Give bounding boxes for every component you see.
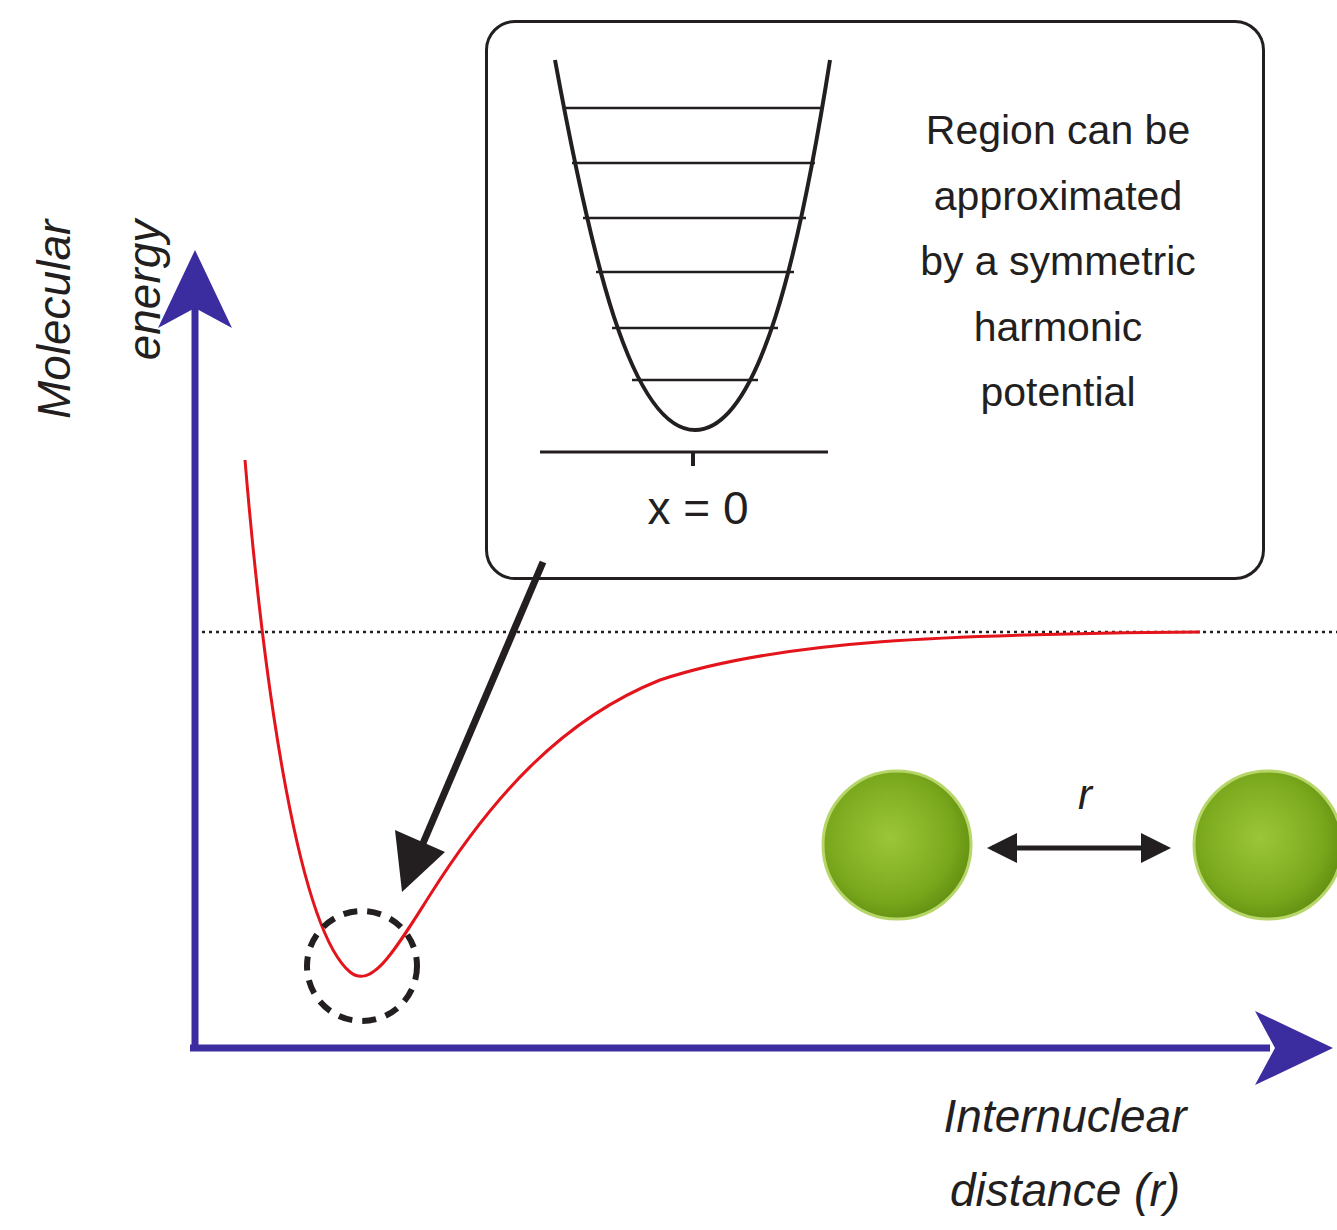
energy-levels [563, 108, 823, 380]
axis-title: Internuclear distance (r) [885, 1080, 1245, 1227]
axis-arrowhead [1255, 1011, 1333, 1085]
baseline [540, 451, 828, 454]
minimum-highlight [307, 911, 417, 1021]
potential-curve [245, 460, 1200, 976]
inset-box: x = 0 Region can be approximated by a sym… [485, 20, 1265, 580]
note-text: Region can be approximated by a symmetri… [908, 98, 1208, 426]
harmonic-potential [555, 60, 830, 430]
axis-origin-label: x = 0 [593, 481, 803, 536]
origin-tick [691, 452, 695, 466]
distance-arrow [992, 846, 1166, 851]
leader-line [415, 562, 543, 862]
axis-title: Molecular energy [10, 220, 189, 550]
atom [1194, 771, 1337, 919]
energy-axis [192, 300, 199, 1050]
leader-arrowhead [395, 830, 445, 892]
atom [823, 771, 971, 919]
distance-axis [190, 1045, 1270, 1052]
distance-label: r [1060, 770, 1110, 820]
